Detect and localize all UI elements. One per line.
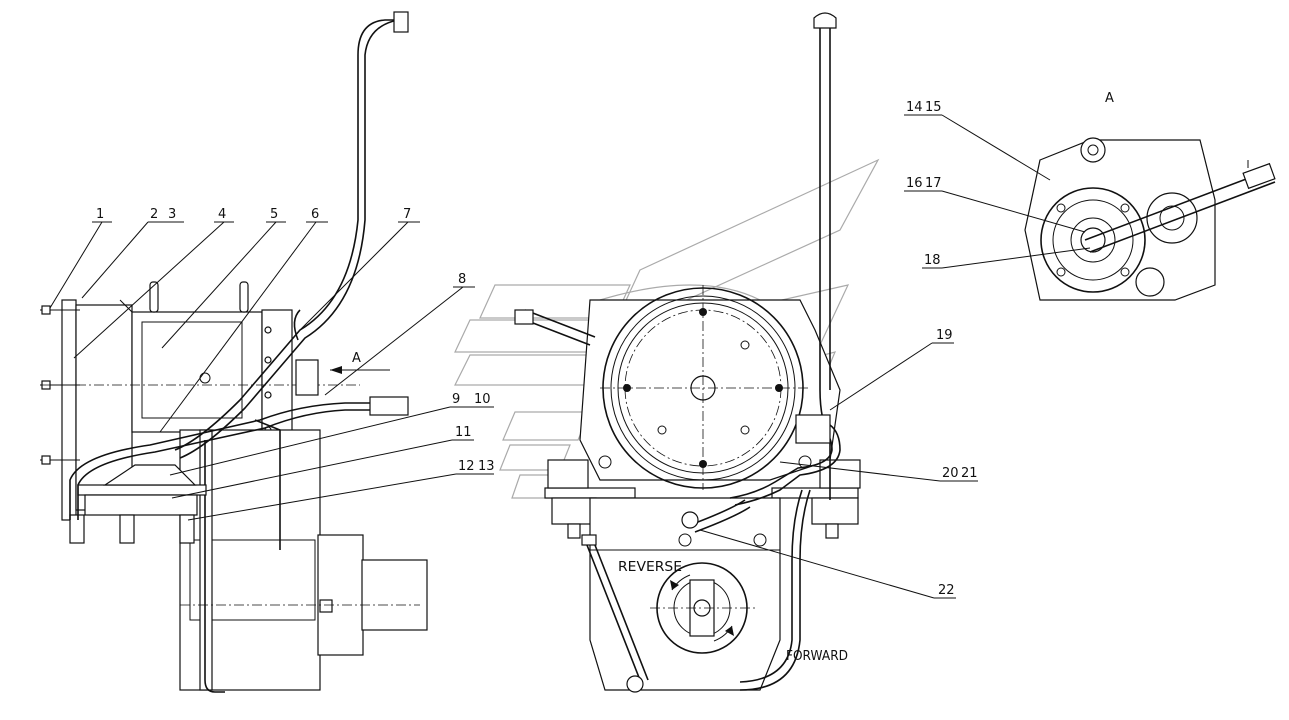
callout-9: 9 [452,392,460,407]
callout-2: 2 [150,207,158,222]
view-arrow-a: A [330,351,390,374]
callout-4: 4 [218,207,226,222]
callout-15: 15 [925,100,942,115]
callout-1: 1 [96,207,104,222]
callout-7: 7 [403,207,411,222]
callout-22: 22 [938,583,955,598]
leader-lines [49,114,1091,599]
callout-12: 12 [458,459,475,474]
mount-foot [77,484,207,496]
callout-21: 21 [961,466,978,481]
callout-6: 6 [311,207,319,222]
callout-17: 17 [925,176,942,191]
callout-18: 18 [924,253,941,268]
callout-3: 3 [168,207,176,222]
forward-label: FORWARD [786,649,848,664]
callout-8: 8 [458,272,466,287]
side-view [40,11,428,693]
front-view [514,12,861,693]
oil-hose-left [174,19,405,451]
callout-13: 13 [478,459,495,474]
callout-16: 16 [906,176,923,191]
callout-10: 10 [474,392,491,407]
callout-5: 5 [270,207,278,222]
callout-11: 11 [455,425,472,440]
detail-view-title: A [1105,91,1114,106]
callout-20: 20 [942,466,959,481]
callout-labels: 1 2 3 4 5 6 7 8 9 10 11 12 13 14 15 16 1… [96,100,978,598]
reverse-label: REVERSE [618,560,682,575]
view-arrow-label: A [352,351,361,366]
front-flange [61,299,77,521]
callout-19: 19 [936,328,953,343]
detail-view-a [1024,137,1276,301]
callout-14: 14 [906,100,923,115]
